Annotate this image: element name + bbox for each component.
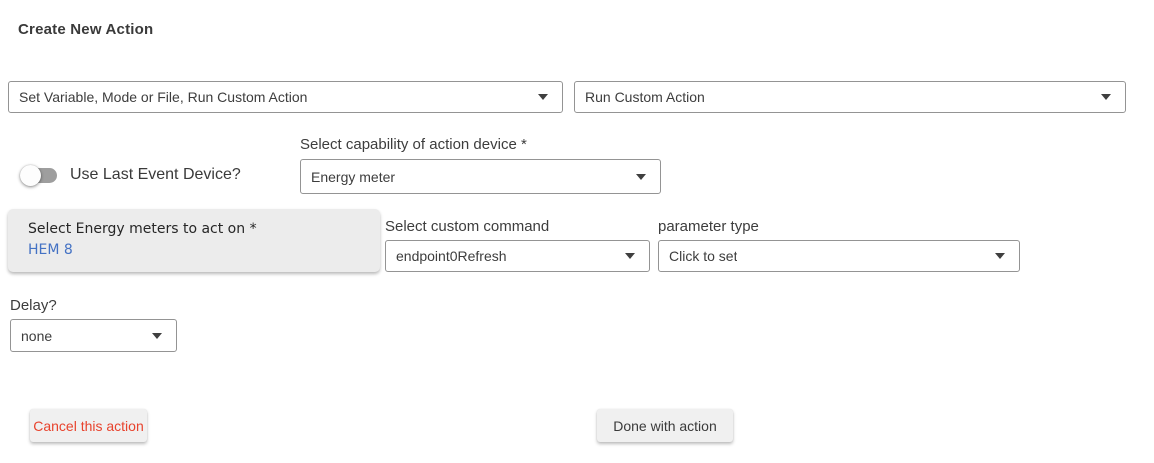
delay-select-value: none [21,327,53,344]
action-select[interactable]: Run Custom Action [574,81,1126,113]
selected-devices-label: Select Energy meters to act on * [28,221,257,237]
action-select-value: Run Custom Action [585,89,705,105]
delay-select-label: Delay? [10,297,57,314]
toggle-off-icon [20,163,58,187]
delay-select[interactable]: none [10,319,177,352]
parameter-type-select[interactable]: Click to set [658,240,1020,272]
use-last-event-device-toggle[interactable]: Use Last Event Device? [20,163,241,187]
action-category-select[interactable]: Set Variable, Mode or File, Run Custom A… [8,81,563,113]
selected-device-name: HEM 8 [28,242,73,258]
parameter-type-select-value: Click to set [669,248,738,264]
selected-devices-box[interactable]: Select Energy meters to act on * HEM 8 [8,209,380,272]
custom-command-select-label: Select custom command [385,218,550,235]
custom-command-select[interactable]: endpoint0Refresh [385,240,650,272]
chevron-down-icon [636,173,646,180]
chevron-down-icon [538,94,548,100]
page-title: Create New Action [18,21,154,38]
cancel-action-button[interactable]: Cancel this action [30,409,147,442]
chevron-down-icon [995,253,1005,259]
custom-command-select-value: endpoint0Refresh [396,248,507,264]
chevron-down-icon [625,253,635,259]
action-category-select-value: Set Variable, Mode or File, Run Custom A… [19,89,308,105]
capability-select-value: Energy meter [311,168,396,185]
chevron-down-icon [152,332,162,339]
capability-select-label: Select capability of action device * [300,136,527,153]
use-last-event-device-label: Use Last Event Device? [70,166,241,183]
done-with-action-button[interactable]: Done with action [597,409,733,442]
parameter-type-select-label: parameter type [658,218,759,235]
chevron-down-icon [1101,94,1111,100]
capability-select[interactable]: Energy meter [300,159,661,194]
